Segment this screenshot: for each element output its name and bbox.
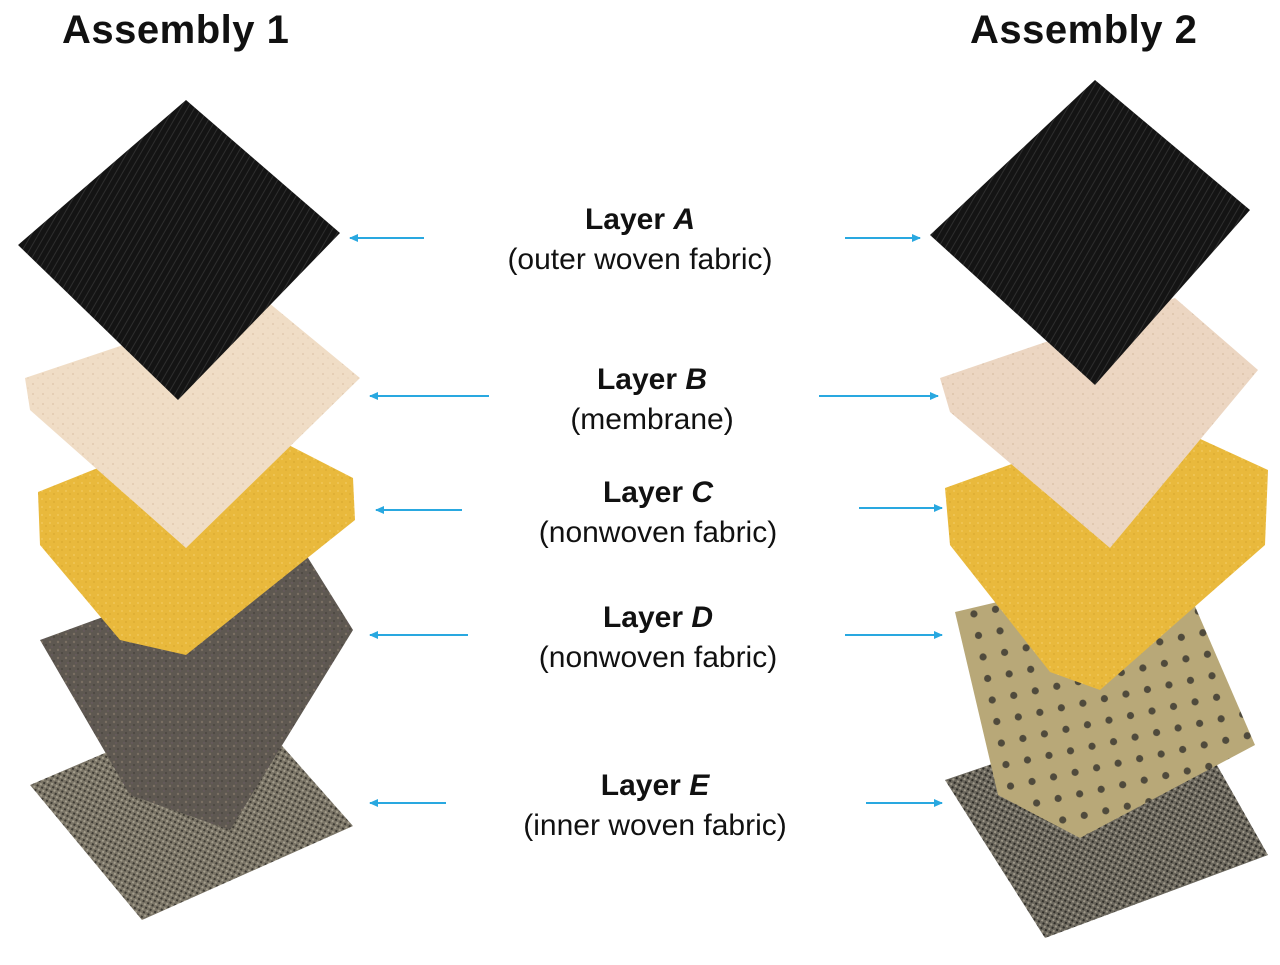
layer-a-label: Layer A (outer woven fabric) xyxy=(450,200,830,280)
layer-e-description: (inner woven fabric) xyxy=(523,809,787,842)
assembly-2-title: Assembly 2 xyxy=(970,8,1198,52)
arrows xyxy=(349,234,943,807)
assembly-1-title: Assembly 1 xyxy=(62,8,290,52)
layer-b-label: Layer B (membrane) xyxy=(462,360,842,440)
assembly-2-layer-c-swatch xyxy=(945,415,1268,690)
assembly-2-layer-b-swatch xyxy=(940,298,1258,548)
layer-d-label: Layer D (nonwoven fabric) xyxy=(468,598,848,678)
layer-c-name: Layer C xyxy=(602,476,714,509)
layer-e-name: Layer E xyxy=(600,769,710,802)
layer-e-label: Layer E (inner woven fabric) xyxy=(465,766,845,846)
assembly-2-layer-a-swatch xyxy=(930,80,1250,385)
assembly-2-stack xyxy=(930,80,1268,938)
layer-c-description: (nonwoven fabric) xyxy=(538,516,778,549)
assembly-1-layer-b-swatch xyxy=(25,298,360,548)
layer-b-description: (membrane) xyxy=(570,403,734,436)
assembly-1-stack xyxy=(18,100,360,920)
layer-a-name: Layer A xyxy=(584,203,696,236)
assembly-1-layer-a-swatch xyxy=(18,100,340,400)
layer-c-label: Layer C (nonwoven fabric) xyxy=(468,473,848,553)
layer-d-description: (nonwoven fabric) xyxy=(538,641,778,674)
layer-a-description: (outer woven fabric) xyxy=(507,243,773,276)
layer-b-name: Layer B xyxy=(596,363,708,396)
layer-d-name: Layer D xyxy=(602,601,714,634)
